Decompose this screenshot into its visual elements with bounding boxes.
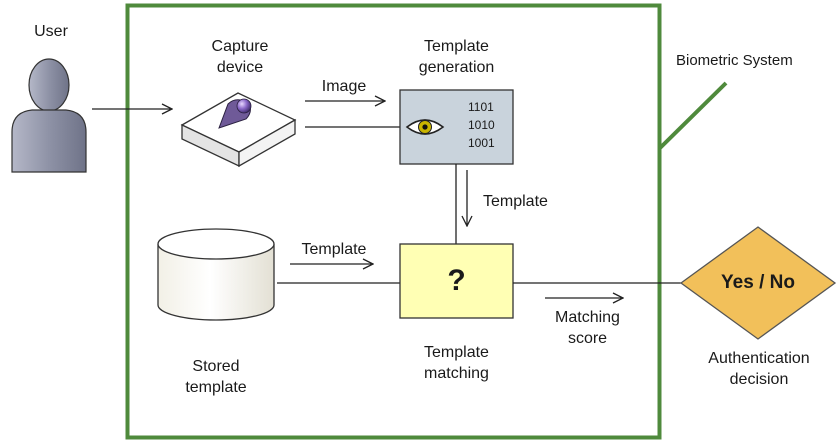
- question-mark-icon: ?: [447, 264, 466, 297]
- user-silhouette-icon: [11, 58, 87, 173]
- stored-template-label-line1: Stored: [192, 358, 240, 375]
- binary-code-line3: 1001: [468, 136, 495, 150]
- template-matching-label-line2: matching: [424, 365, 489, 382]
- template-matching-box: [399, 243, 514, 319]
- biometric-system-boundary: [125, 3, 662, 440]
- template-down-label: Template: [483, 193, 548, 210]
- database-cylinder-icon: [157, 228, 275, 321]
- authentication-label-line1: Authentication: [708, 350, 810, 367]
- user-label: User: [34, 23, 68, 40]
- decision-text: Yes / No: [721, 272, 795, 293]
- capture-device-label-line2: device: [216, 59, 264, 76]
- matching-score-label-line1: Matching: [555, 309, 620, 326]
- authentication-label-line2: decision: [729, 371, 789, 388]
- binary-code-line1: 1101: [468, 100, 494, 114]
- template-generation-box: [399, 89, 514, 165]
- template-from-store-label: Template: [301, 241, 367, 258]
- stored-template-label-line2: template: [185, 379, 247, 396]
- decision-diamond-icon: [679, 226, 837, 340]
- image-label: Image: [321, 78, 367, 95]
- capture-device-label-line1: Capture: [211, 38, 269, 55]
- template-generation-label-line1: Template: [424, 38, 489, 55]
- template-generation-label-line2: generation: [418, 59, 495, 76]
- biometric-system-label: Biometric System: [676, 52, 793, 69]
- biometric-system-leader: [658, 81, 728, 150]
- binary-code-line2: 1010: [468, 118, 495, 132]
- matching-score-label-line2: score: [567, 330, 608, 347]
- eye-icon: [405, 119, 445, 135]
- fingerprint-scanner-icon: [180, 92, 297, 168]
- template-matching-label-line1: Template: [424, 344, 489, 361]
